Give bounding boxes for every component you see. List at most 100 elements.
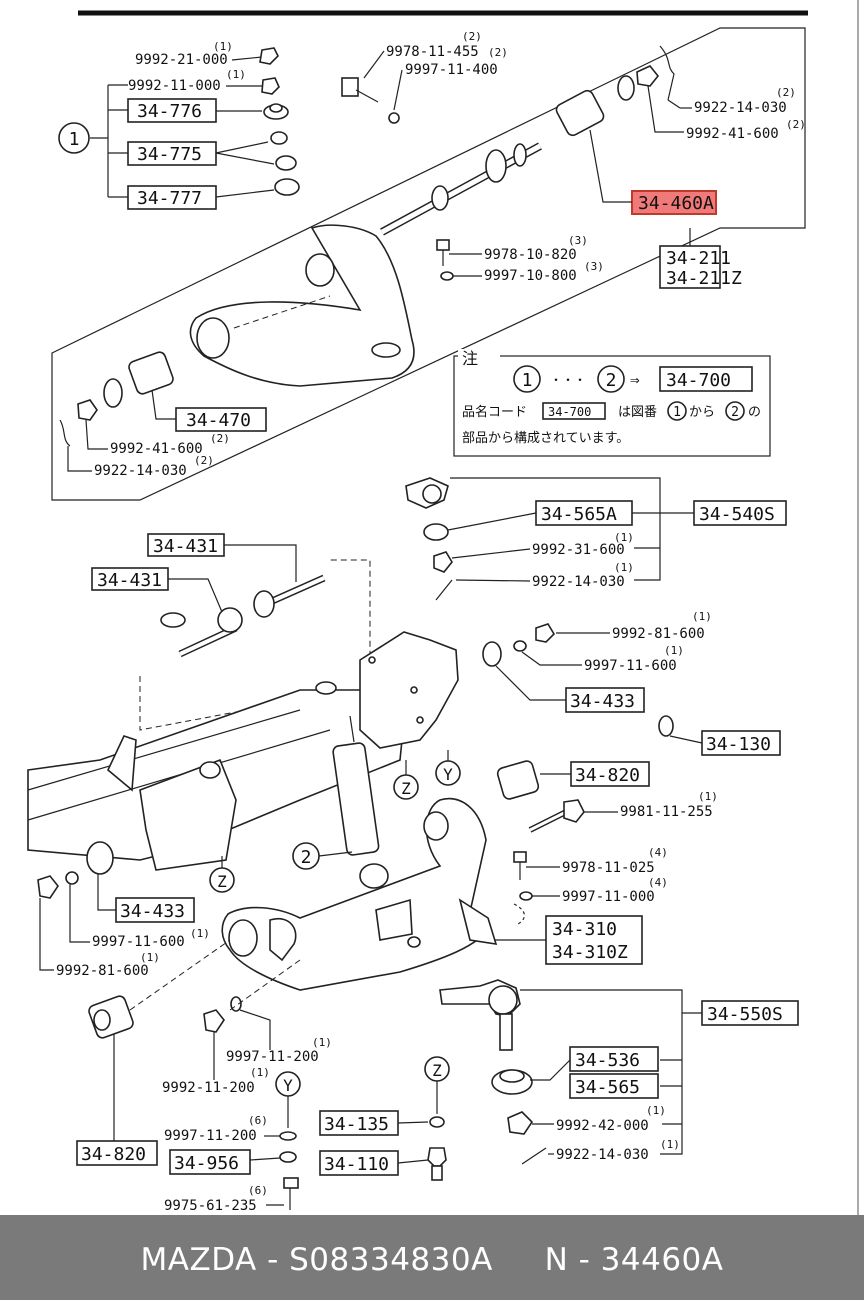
callout-z-upper-label: Z (401, 779, 411, 798)
box-34-110[interactable] (319, 1150, 399, 1176)
callout-y-upper[interactable] (435, 760, 461, 786)
part-9922-14-030-lbj[interactable]: 9922-14-030 (556, 1147, 649, 1163)
spring-washer-icon (65, 871, 79, 885)
part-9978-11-025[interactable]: 9978-11-025 (562, 860, 655, 876)
part-9997-11-200-y[interactable]: 9997-11-200 (164, 1128, 257, 1144)
leader (530, 1059, 571, 1081)
part-9975-61-235[interactable]: 9975-61-235 (164, 1198, 257, 1214)
part-34-211: 34-211 (666, 248, 731, 269)
callout-z-upper[interactable] (393, 774, 419, 800)
leader (669, 735, 703, 744)
shaft-collar-icon (431, 185, 449, 211)
balljoint-seat (371, 342, 401, 358)
qty: (4) (648, 876, 668, 889)
box-34-130[interactable] (701, 730, 781, 756)
qty: (3) (584, 260, 604, 273)
dust-boot-top (499, 1069, 525, 1083)
part-34-431-upper: 34-431 (153, 536, 218, 557)
legend-line1-circle-2 (725, 401, 745, 421)
part-34-956: 34-956 (174, 1153, 239, 1174)
part-9922-14-030-bj[interactable]: 9922-14-030 (532, 574, 625, 590)
bushing-icon (128, 351, 174, 395)
part-34-211Z: 34-211Z (666, 268, 742, 289)
spring-washer-icon (388, 112, 400, 124)
legend-circle-1-label: 1 (522, 370, 533, 391)
box-34-565A[interactable] (535, 500, 633, 526)
part-9992-42-000[interactable]: 9992-42-000 (556, 1118, 649, 1134)
footer-part-info: MAZDA - S08334830A N - 34460A (140, 1242, 724, 1278)
part-9992-21-000[interactable]: 9992-21-000 (135, 52, 228, 68)
cushion-washer-icon (279, 1151, 297, 1163)
leader (647, 85, 684, 133)
callout-z-left-label: Z (217, 872, 227, 891)
box-34-550S[interactable] (701, 1000, 799, 1026)
nut-icon (270, 131, 288, 145)
box-34-956[interactable] (169, 1149, 251, 1175)
nut-icon (636, 65, 660, 87)
callout-1-label: 1 (69, 129, 80, 150)
box-34-820-upper[interactable] (570, 761, 650, 787)
box-34-777[interactable] (127, 185, 217, 210)
part-34-820-lower: 34-820 (81, 1144, 146, 1165)
part-9997-11-600[interactable]: 9997-11-600 (584, 658, 677, 674)
part-9981-11-255[interactable]: 9981-11-255 (620, 804, 713, 820)
part-9922-14-030[interactable]: 9922-14-030 (694, 100, 787, 116)
part-9992-81-600-lower[interactable]: 9992-81-600 (56, 963, 149, 979)
washer-icon (440, 271, 454, 281)
leader (393, 69, 403, 111)
leader (69, 884, 90, 943)
bolt-head-icon (341, 77, 359, 97)
part-9992-41-600[interactable]: 9992-41-600 (686, 126, 779, 142)
part-9997-11-400[interactable]: 9997-11-400 (405, 62, 498, 78)
part-9992-41-600-lower[interactable]: 9992-41-600 (110, 441, 203, 457)
shock-lower-bracket (375, 898, 413, 941)
qty: (1) (213, 40, 233, 53)
box-34-310[interactable] (545, 915, 643, 965)
bolt-head-icon (283, 1177, 299, 1189)
box-34-540S[interactable] (693, 500, 787, 526)
frame-tab (107, 735, 137, 792)
qty: (1) (664, 644, 684, 657)
qty: (4) (648, 846, 668, 859)
part-9992-31-600[interactable]: 9992-31-600 (532, 542, 625, 558)
legend-line1-kara: から (689, 405, 715, 420)
part-34-135: 34-135 (324, 1114, 389, 1135)
box-34-820-lower[interactable] (76, 1140, 158, 1166)
stopper-stud (431, 1165, 443, 1181)
spring-washer-icon (513, 640, 527, 652)
part-9997-11-600-lower[interactable]: 9997-11-600 (92, 934, 185, 950)
callout-2-label: 2 (301, 847, 312, 868)
qty: (1) (614, 531, 634, 544)
box-34-433-upper[interactable] (565, 687, 645, 713)
part-9997-11-200[interactable]: 9997-11-200 (226, 1049, 319, 1065)
part-9992-11-000[interactable]: 9992-11-000 (128, 78, 221, 94)
part-9978-10-820[interactable]: 9978-10-820 (484, 247, 577, 263)
frame-hole (315, 681, 337, 695)
legend-line2: 部品から構成されています。 (462, 431, 629, 446)
box-34-536[interactable] (569, 1046, 659, 1072)
part-34-550S: 34-550S (707, 1004, 783, 1025)
nut-dash (229, 959, 301, 1011)
arm-bushing-eye (423, 811, 449, 841)
leader (447, 512, 537, 531)
part-9997-11-000[interactable]: 9997-11-000 (562, 889, 655, 905)
part-9992-81-600[interactable]: 9992-81-600 (612, 626, 705, 642)
box-34-211[interactable] (659, 245, 721, 289)
bracket-540S (450, 477, 661, 581)
part-9922-14-030-lower[interactable]: 9922-14-030 (94, 463, 187, 479)
part-9997-10-800[interactable]: 9997-10-800 (484, 268, 577, 284)
qty: (1) (698, 790, 718, 803)
callout-circle-1[interactable] (58, 122, 90, 154)
qty: (2) (210, 432, 230, 445)
shaft-collar-icon (513, 143, 527, 167)
part-9978-11-455[interactable]: 9978-11-455 (386, 44, 479, 60)
frame-hole (199, 761, 221, 779)
legend-title: 注 (462, 349, 478, 368)
part-34-540S: 34-540S (699, 504, 775, 525)
leader (521, 651, 582, 666)
box-34-565[interactable] (569, 1073, 659, 1099)
shock-lower-mount (269, 917, 297, 962)
part-9992-11-200[interactable]: 9992-11-200 (162, 1080, 255, 1096)
legend-line1-no: の (748, 405, 761, 420)
box-34-433-lower[interactable] (115, 897, 195, 923)
